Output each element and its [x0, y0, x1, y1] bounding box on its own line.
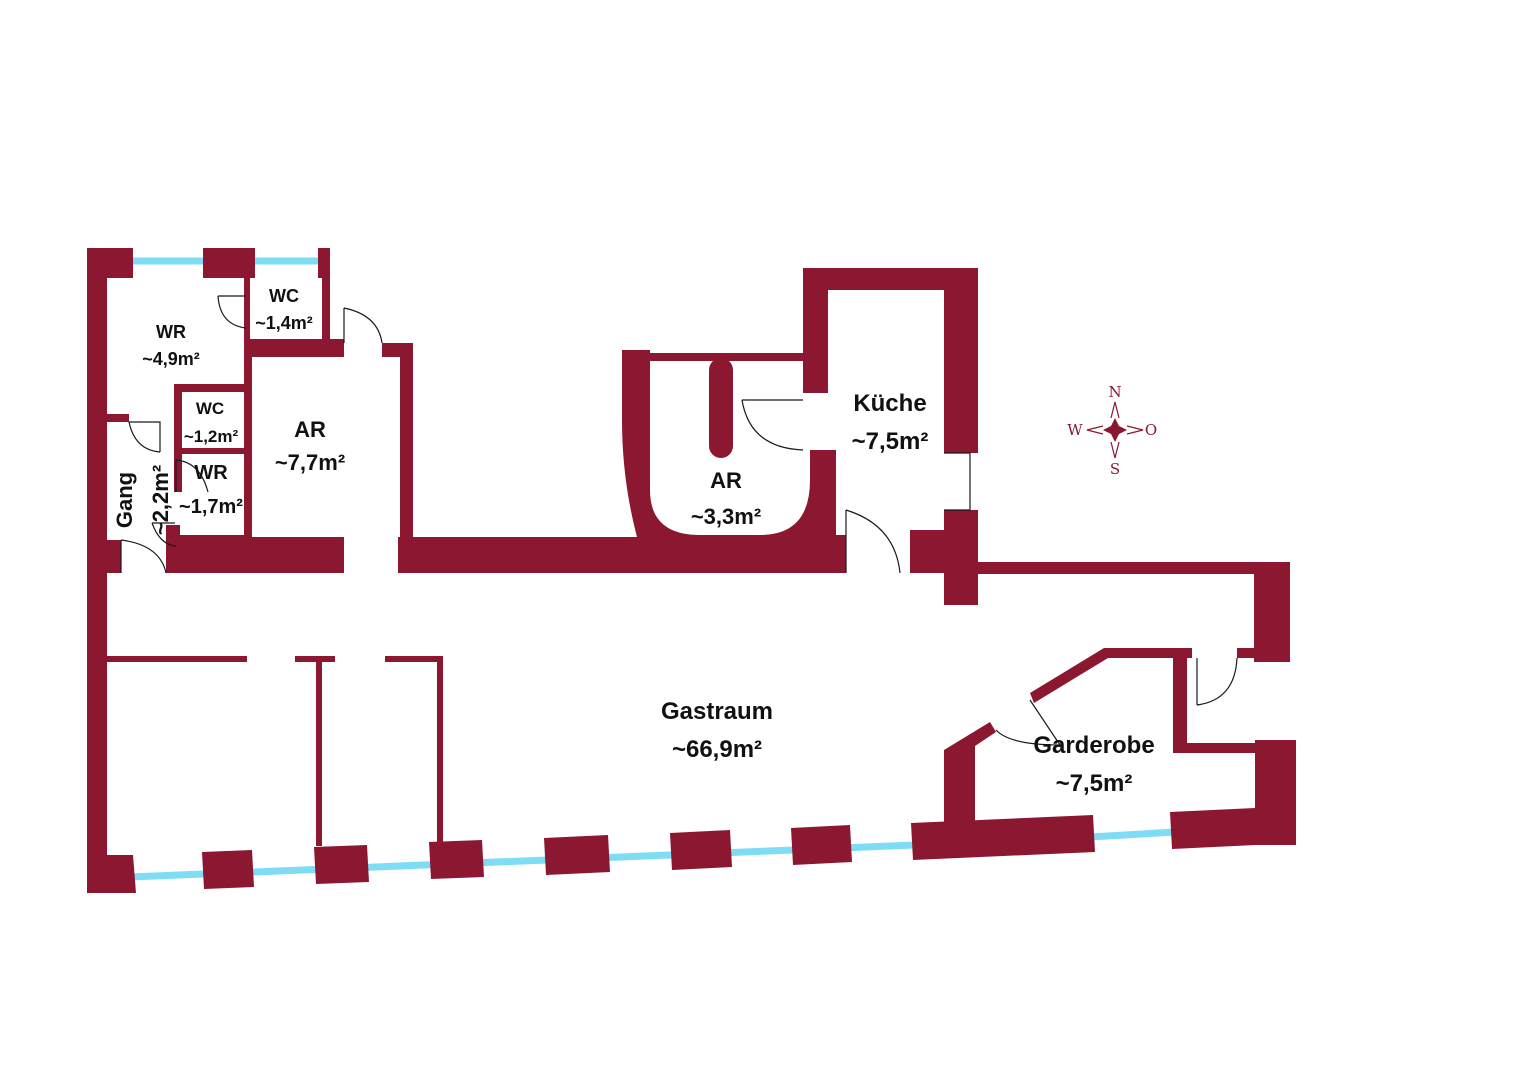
pier-bottom-1	[87, 855, 136, 893]
room-ar-mid-name: AR	[710, 468, 742, 493]
pier-bottom-8	[911, 815, 1095, 860]
wall-garderobe-top-diagonal	[1030, 648, 1192, 703]
wall-ar-mid-top	[648, 353, 808, 361]
door-ar-left	[343, 307, 383, 344]
room-wc-mid-name: WC	[196, 399, 224, 418]
wall-wc-left	[244, 278, 250, 343]
room-wr-mid-area: ~1,7m²	[179, 496, 243, 518]
wall-corridor-right-top	[975, 562, 1290, 574]
wall-ar-left-bottom	[174, 537, 344, 573]
wall-wc-bottom	[244, 339, 344, 357]
pier-bottom-9	[1170, 806, 1296, 849]
wall-wc-mid-bottom	[174, 448, 246, 454]
room-ar-left-area: ~7,7m²	[275, 450, 345, 475]
room-labels: WR ~4,9m² WC ~1,4m² WC ~1,2m² WR ~1,7m² …	[112, 286, 1155, 797]
wall-wr-divider-vertical	[244, 339, 252, 569]
wall-garderobe-small-pier	[1237, 648, 1254, 658]
compass-north-label: N	[1108, 383, 1121, 401]
room-wr-mid-name: WR	[194, 462, 228, 484]
pier-bottom-7	[791, 825, 852, 865]
room-gang-name: Gang	[112, 472, 137, 528]
door-garderobe	[995, 699, 1061, 746]
wall-kueche-bottom-left	[830, 535, 846, 573]
wall-wr-bottom-left	[107, 414, 129, 422]
partition-3-vertical	[437, 656, 443, 842]
wall-wc-right	[322, 248, 330, 343]
wall-ar-left-corner	[382, 343, 413, 357]
pier-bottom-4	[429, 840, 484, 879]
door-gang-inner	[151, 522, 177, 547]
wall-ar-mid-spur	[709, 358, 733, 458]
walls	[87, 248, 1296, 893]
room-gastraum-area: ~66,9m²	[672, 736, 762, 763]
wall-wc-mid-top	[174, 384, 246, 392]
wall-wc-mid-left	[174, 384, 182, 449]
wall-ar-left-right	[400, 343, 413, 538]
wall-gang-bottom	[107, 540, 121, 573]
room-wc-top-name: WC	[269, 286, 299, 306]
room-ar-left-name: AR	[294, 417, 326, 442]
wall-kueche-left-lower	[828, 450, 836, 540]
room-wr-top-area: ~4,9m²	[142, 349, 200, 369]
room-garderobe-area: ~7,5m²	[1056, 770, 1133, 797]
room-wc-top-area: ~1,4m²	[255, 313, 313, 333]
room-kueche-area: ~7,5m²	[852, 428, 929, 455]
compass-west-arrow	[1086, 425, 1104, 435]
room-ar-mid-area: ~3,3m²	[691, 504, 761, 529]
wall-left-outer	[87, 248, 107, 893]
door-corridor-right	[1196, 657, 1238, 706]
room-kueche-name: Küche	[853, 390, 926, 417]
room-garderobe-name: Garderobe	[1033, 732, 1154, 759]
pier-bottom-3	[314, 845, 369, 884]
compass-west-label: W	[1067, 421, 1083, 439]
doors	[120, 295, 1238, 746]
partition-1-top	[107, 656, 247, 662]
compass-east-label: O	[1145, 421, 1157, 439]
wall-garderobe-upper-right	[1173, 648, 1187, 753]
compass-icon: N S W O	[1067, 383, 1157, 478]
wall-corridor-right-end	[1254, 562, 1290, 662]
partition-2-top	[295, 656, 335, 662]
wall-kueche-left-upper	[803, 268, 828, 393]
wall-kueche-top	[803, 268, 978, 290]
compass-south-label: S	[1110, 460, 1120, 478]
door-wc-top	[217, 295, 247, 329]
room-wr-top-name: WR	[156, 322, 186, 342]
wall-wc-top-inner	[244, 278, 250, 298]
door-wr-top	[128, 421, 161, 453]
door-gang	[120, 539, 167, 574]
door-ar-mid-kueche	[741, 399, 804, 451]
wall-garderobe-left-diagonal	[944, 722, 996, 825]
wall-kueche-right-upper	[944, 268, 978, 453]
pier-bottom-2	[202, 850, 254, 889]
compass-south-arrow	[1110, 441, 1120, 459]
wall-corridor-top	[398, 537, 846, 573]
compass-east-arrow	[1126, 425, 1144, 435]
room-gang-area: ~2,2m²	[148, 465, 173, 535]
partition-3-top	[385, 656, 443, 662]
wall-kueche-bottom-right	[910, 530, 978, 573]
door-kueche	[845, 509, 901, 574]
pier-bottom-6	[670, 830, 732, 870]
wall-wr-mid-left	[174, 454, 182, 492]
door-wr-mid	[175, 459, 209, 493]
compass-north-arrow	[1110, 401, 1120, 419]
compass-star	[1103, 418, 1127, 442]
room-wc-mid-area: ~1,2m²	[184, 427, 239, 446]
pier-bottom-5	[544, 835, 610, 875]
door-kueche-right	[944, 452, 971, 511]
wall-top-left-pier	[87, 248, 133, 278]
wall-top-mid-pier	[203, 248, 255, 278]
window-bottom-left	[129, 841, 916, 881]
wall-ar-mid-ushape	[622, 350, 833, 537]
wall-garderobe-right-step	[1173, 743, 1258, 753]
partition-2-vertical	[316, 656, 322, 846]
window-bottom-right	[1089, 828, 1176, 841]
room-gastraum-name: Gastraum	[661, 698, 773, 725]
